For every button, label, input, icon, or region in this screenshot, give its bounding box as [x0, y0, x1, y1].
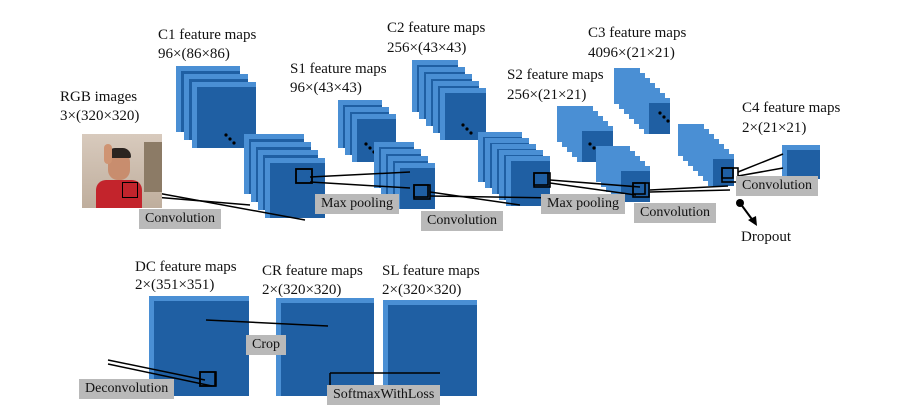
dc-title: DC feature maps: [135, 259, 237, 275]
feature-map-stacks: [149, 60, 820, 396]
c2-ellipsis-dot: [469, 131, 473, 135]
op-crop: Crop: [246, 335, 286, 355]
kernel-outline-1: [413, 184, 429, 198]
cr-title: CR feature maps: [262, 263, 363, 279]
pool2-line-b: [549, 182, 637, 196]
c1-stack: [176, 66, 256, 148]
kernel-outline-0: [295, 168, 313, 184]
photo-person-hand: [104, 144, 112, 164]
c3-dims: 4096×(21×21): [588, 45, 675, 61]
op-convolution-2: Convolution: [421, 211, 504, 231]
conv2-line-b: [429, 195, 561, 199]
c4-stack: [782, 145, 820, 179]
c1b-stack: [244, 134, 325, 218]
s1-title: S1 feature maps: [290, 61, 387, 77]
kernel-outline-2: [533, 172, 549, 186]
c1-title: C1 feature maps: [158, 27, 257, 43]
op-max-pooling-1: Max pooling: [315, 194, 399, 214]
photo-person-face: [108, 152, 130, 180]
c4-dims: 2×(21×21): [742, 120, 807, 136]
c2-stack: [412, 60, 486, 140]
c2b-stack: [478, 132, 550, 206]
c3-stack: [614, 68, 670, 134]
op-softmax-with-loss: SoftmaxWithLoss: [327, 385, 441, 405]
s2-title: S2 feature maps: [507, 67, 604, 83]
c1-ellipsis-dot: [228, 137, 232, 141]
op-dropout-label: Dropout: [741, 229, 791, 245]
sl-stack: [383, 300, 477, 396]
kernel-outline-4: [721, 167, 734, 179]
c2-dims: 256×(43×43): [387, 40, 467, 56]
conv2-line-a: [429, 191, 521, 206]
sl-sheet: [388, 305, 477, 396]
pool2-line-a: [549, 179, 641, 188]
c3-ellipsis-dot: [662, 115, 666, 119]
conv3-line-a: [649, 185, 729, 191]
c1-ellipsis-dot: [224, 133, 228, 137]
deconv-line-b: [107, 363, 213, 387]
c4-title: C4 feature maps: [742, 100, 841, 116]
c2-ellipsis-dot: [465, 127, 469, 131]
conv3-line-b: [649, 189, 731, 193]
op-max-pooling-2: Max pooling: [541, 194, 625, 214]
pool1-line-b: [309, 181, 411, 189]
dropout-arrow-head: [748, 216, 757, 226]
connection-lines: [107, 153, 784, 387]
pool1-line-a: [309, 171, 411, 178]
c3-ellipsis-dot: [666, 119, 670, 123]
conv4-line-b: [737, 167, 784, 177]
op-convolution-1: Convolution: [139, 209, 222, 229]
s1-ellipsis-dot: [368, 146, 372, 150]
s1-ellipsis-dot: [364, 142, 368, 146]
deconv-line-a: [107, 359, 206, 381]
conv4-line-a: [737, 153, 784, 173]
input-dims: 3×(320×320): [60, 108, 140, 124]
s1-dims: 96×(43×43): [290, 80, 362, 96]
op-deconvolution: Deconvolution: [79, 379, 175, 399]
c3-title: C3 feature maps: [588, 25, 687, 41]
photo-person-shirt: [96, 180, 142, 208]
c2-title: C2 feature maps: [387, 20, 486, 36]
cr-sheet: [281, 303, 374, 396]
c3b-stack: [678, 124, 734, 186]
op-convolution-4: Convolution: [736, 176, 819, 196]
s2-ellipsis-dot: [592, 146, 596, 150]
c3-ellipsis-dot: [658, 111, 662, 115]
s2-ellipsis-dot: [588, 142, 592, 146]
c3-sheet: [649, 103, 670, 134]
c1-dims: 96×(86×86): [158, 46, 230, 62]
input-image: [82, 134, 162, 208]
receptive-field-box: [122, 182, 138, 198]
sl-dims: 2×(320×320): [382, 282, 462, 298]
c3b-sheet: [713, 159, 734, 186]
c2-ellipsis-dot: [461, 123, 465, 127]
crop-line: [205, 319, 329, 327]
dc-dims: 2×(351×351): [135, 277, 215, 293]
sl-title: SL feature maps: [382, 263, 480, 279]
kernel-outline-5: [199, 371, 216, 387]
c4-sheet: [787, 150, 820, 179]
kernel-outline-3: [632, 182, 646, 195]
c1-ellipsis-dot: [232, 141, 236, 145]
s2-dims: 256×(21×21): [507, 87, 587, 103]
photo-person-hair: [107, 148, 131, 158]
input-title: RGB images: [60, 89, 138, 105]
cr-dims: 2×(320×320): [262, 282, 342, 298]
op-convolution-3: Convolution: [634, 203, 717, 223]
cr-stack: [276, 298, 374, 396]
photo-shelf: [144, 142, 162, 192]
